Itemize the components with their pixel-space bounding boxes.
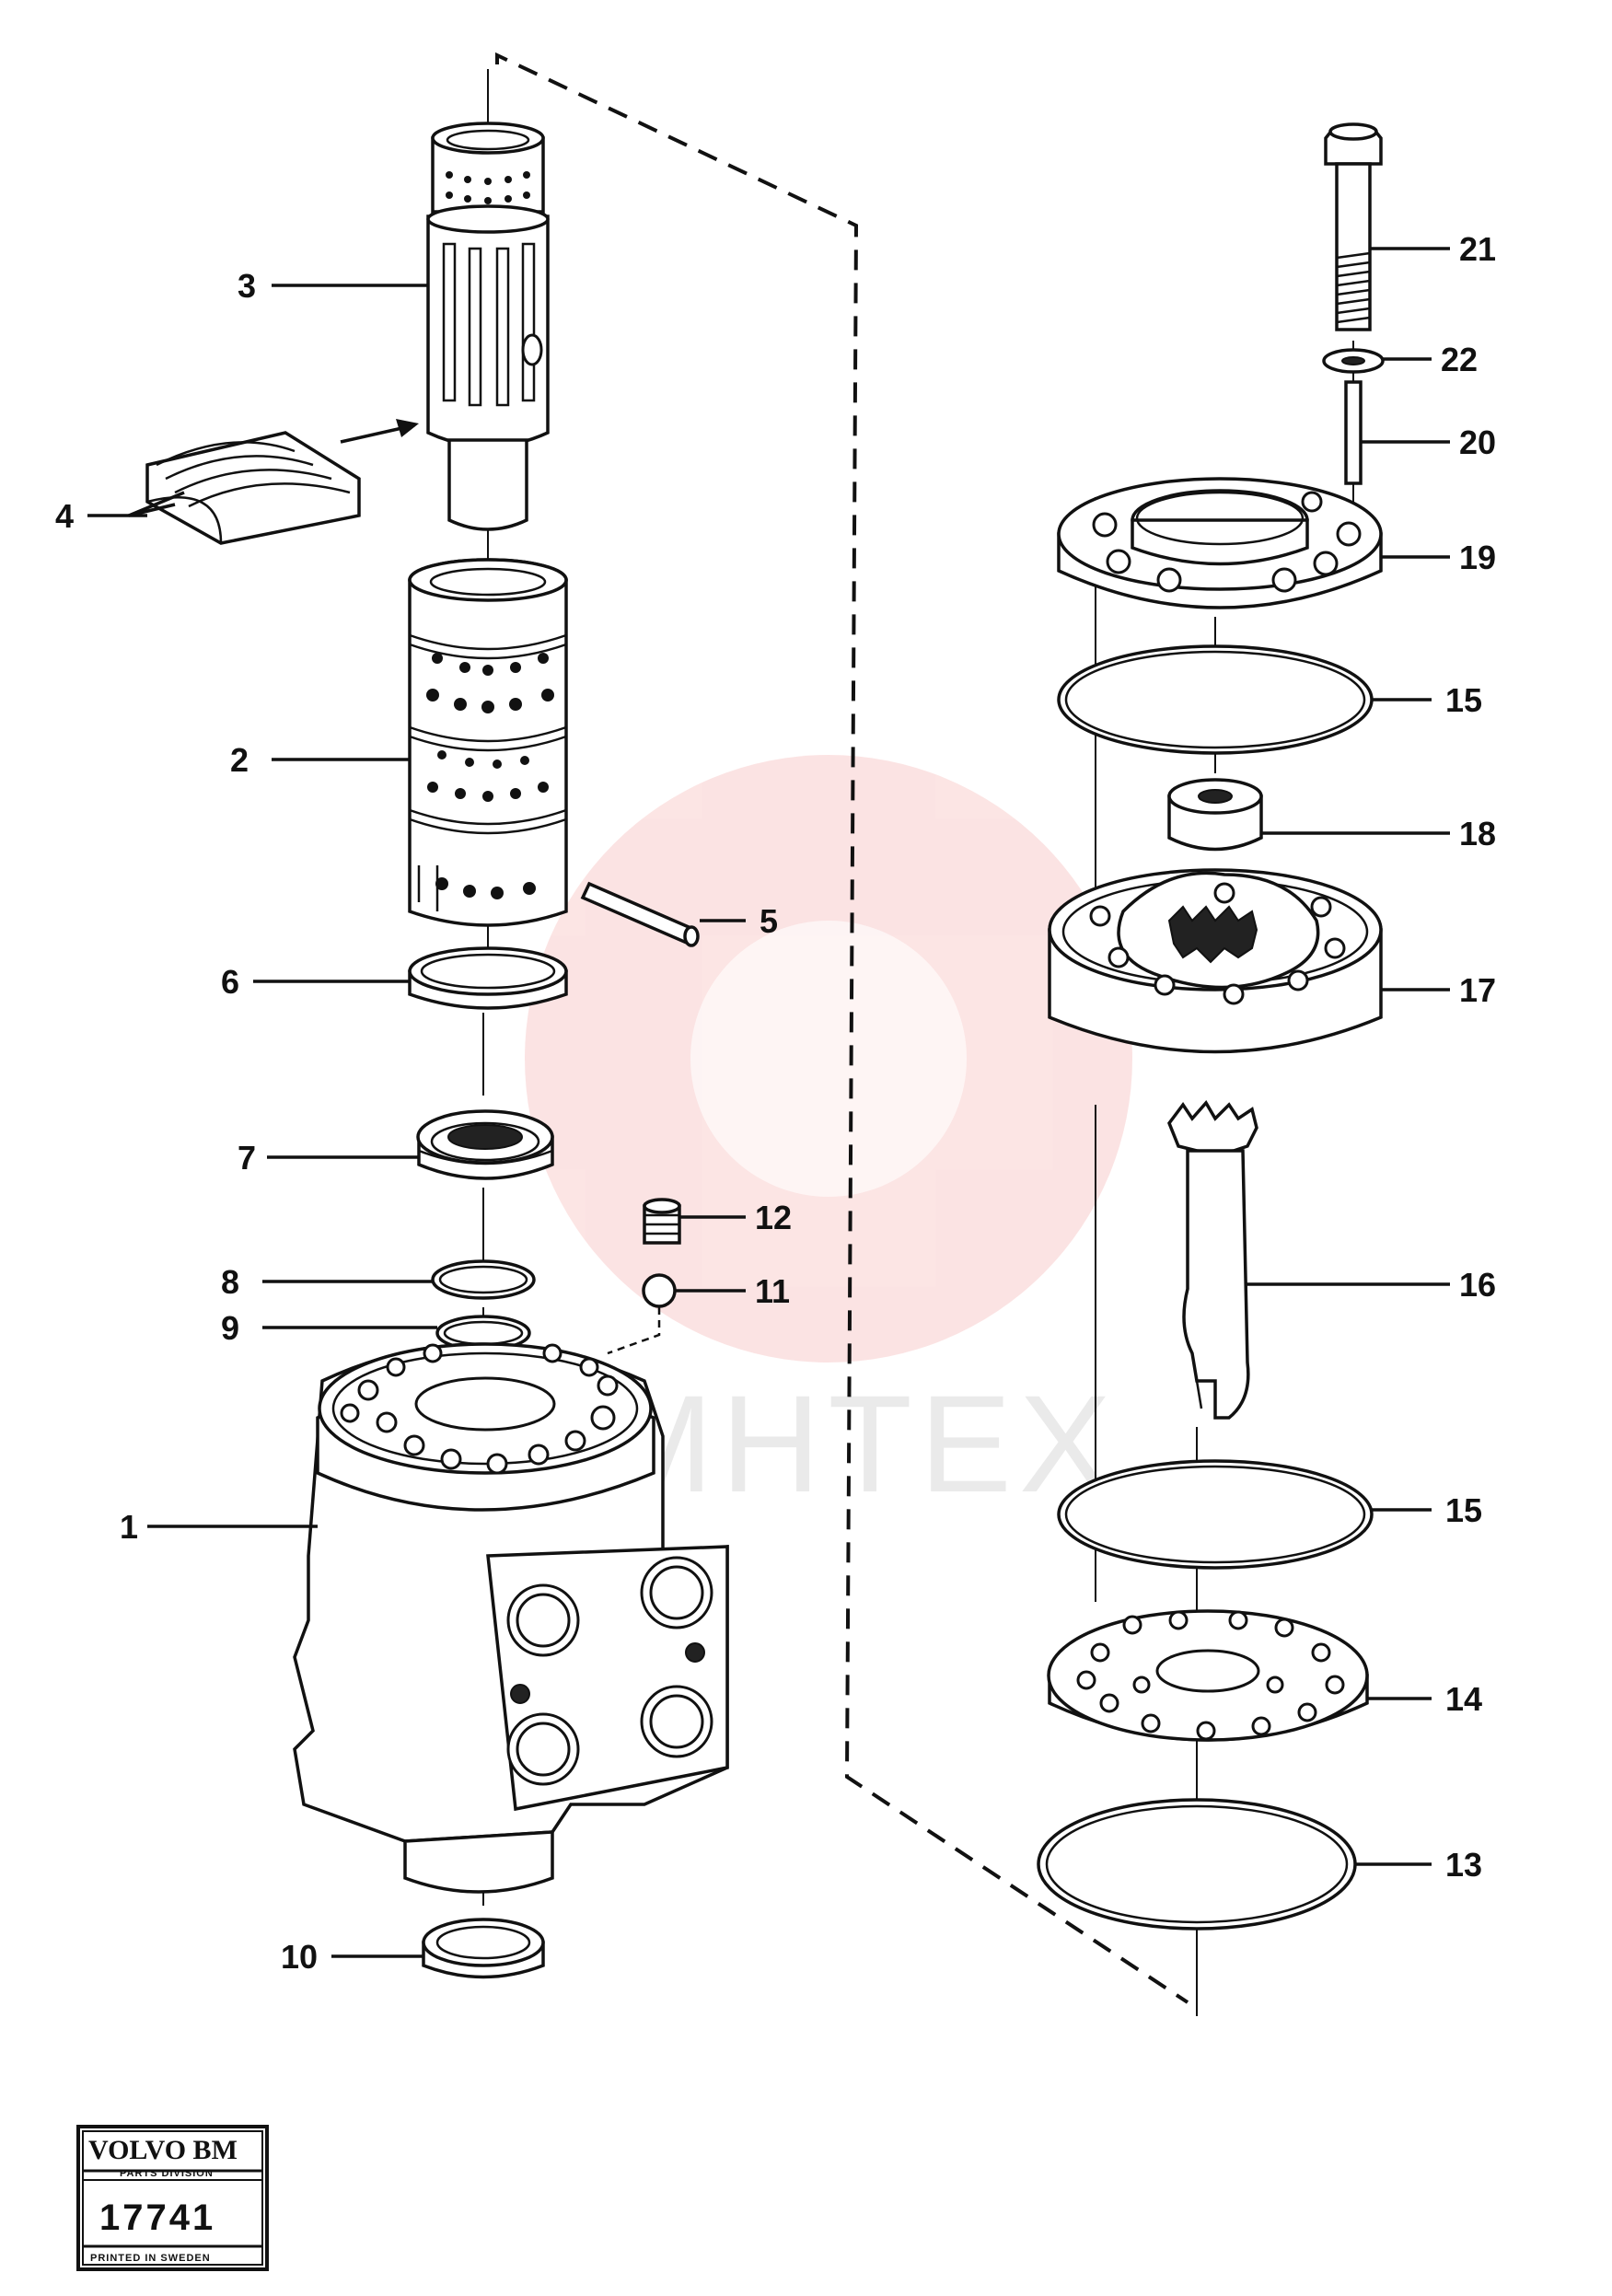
part-15-lower-o-ring <box>1057 1459 1374 1570</box>
part-5-pin <box>580 881 700 947</box>
part-16-shaft <box>1167 1100 1258 1420</box>
callout-18: 18 <box>1459 815 1496 852</box>
callout-3: 3 <box>238 267 256 305</box>
stamp-printed: PRINTED IN SWEDEN <box>90 2253 211 2264</box>
callout-19: 19 <box>1459 539 1496 576</box>
callout-14: 14 <box>1445 1680 1482 1718</box>
part-17-gear-set <box>1048 868 1383 1054</box>
callout-22: 22 <box>1441 341 1478 378</box>
callout-6: 6 <box>221 963 239 1001</box>
dashed-assembly-outline <box>495 52 1189 2004</box>
stamp-brand: VOLVO BM <box>88 2135 238 2165</box>
part-21-bolt <box>1324 122 1383 331</box>
part-15-upper-o-ring <box>1057 644 1374 755</box>
callout-5: 5 <box>760 902 778 940</box>
part-4-springs <box>145 431 361 545</box>
callout-12: 12 <box>755 1199 792 1236</box>
callout-15-upper: 15 <box>1445 681 1482 719</box>
callout-8: 8 <box>221 1263 239 1301</box>
part-7-bearing <box>416 1109 554 1180</box>
part-6-ring <box>408 946 568 1010</box>
stamp-number: 17741 <box>99 2197 215 2238</box>
callout-9: 9 <box>221 1309 239 1347</box>
part-3-spool <box>426 122 550 531</box>
callout-13: 13 <box>1445 1846 1482 1884</box>
callout-21: 21 <box>1459 230 1496 268</box>
stamp-division: PARTS DIVISION <box>120 2168 214 2179</box>
part-11-ball <box>642 1273 677 1308</box>
callout-7: 7 <box>238 1139 256 1177</box>
callout-20: 20 <box>1459 423 1496 461</box>
part-8-o-ring <box>431 1259 536 1300</box>
callout-4: 4 <box>55 497 74 535</box>
callout-1: 1 <box>120 1508 138 1546</box>
part-1-housing <box>293 1342 729 1894</box>
callout-15-lower: 15 <box>1445 1491 1482 1529</box>
callout-16: 16 <box>1459 1266 1496 1304</box>
callout-11: 11 <box>755 1272 790 1310</box>
part-10-seal <box>422 1918 545 1979</box>
part-20-pin <box>1344 380 1363 485</box>
leader-lines <box>87 247 1450 1958</box>
callout-17: 17 <box>1459 971 1496 1009</box>
watermark-text: MHTEX <box>598 1366 1119 1521</box>
part-2-sleeve <box>408 558 568 927</box>
callout-10: 10 <box>281 1938 318 1976</box>
part-18-spacer <box>1167 778 1263 852</box>
part-19-end-cover <box>1057 477 1383 609</box>
part-14-plate <box>1047 1609 1369 1742</box>
part-13-o-ring <box>1037 1798 1357 1931</box>
volvo-bm-parts-stamp: VOLVO BM PARTS DIVISION 17741 PRINTED IN… <box>76 2125 269 2271</box>
callout-2: 2 <box>230 741 249 779</box>
part-12-plug <box>643 1198 681 1245</box>
